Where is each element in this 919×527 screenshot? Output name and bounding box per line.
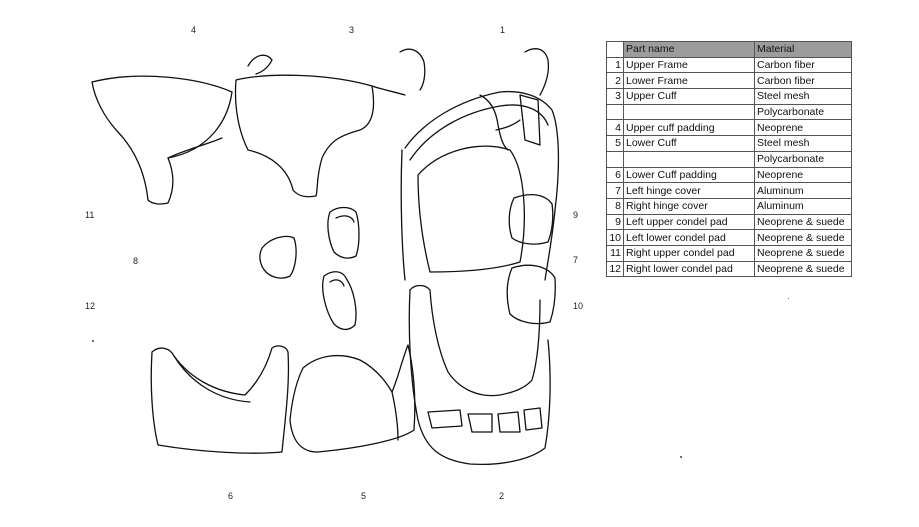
row-number: 10	[606, 229, 624, 246]
callout-5: 5	[361, 491, 367, 501]
row-material: Steel mesh	[754, 135, 852, 152]
row-number: 7	[606, 182, 624, 199]
row-part-name: Upper Cuff	[623, 88, 755, 105]
row-material: Neoprene	[754, 119, 852, 137]
callout-11: 11	[85, 210, 95, 220]
header-number	[606, 41, 624, 58]
speck-mark	[680, 456, 682, 458]
row-part-name: Lower Cuff	[623, 135, 755, 152]
row-material: Aluminum	[754, 182, 852, 199]
row-part-name	[623, 103, 755, 121]
row-part-name: Right upper condel pad	[623, 244, 755, 262]
row-number: 12	[606, 260, 624, 278]
table-header-row: Part name Material	[606, 41, 852, 58]
callout-12: 12	[85, 301, 96, 311]
lower-frame-part	[408, 284, 551, 466]
speck-mark	[92, 340, 94, 342]
row-part-name: Upper cuff padding	[623, 119, 755, 137]
callout-1: 1	[500, 25, 506, 35]
row-number	[606, 150, 624, 168]
callout-10: 10	[573, 301, 584, 311]
callout-9: 9	[573, 210, 579, 220]
row-material: Steel mesh	[754, 88, 852, 105]
callout-4: 4	[191, 25, 197, 35]
left-upper-condel-pad-part	[508, 193, 554, 245]
row-part-name: Lower Cuff padding	[623, 166, 755, 184]
row-number: 5	[606, 135, 624, 152]
row-number: 6	[606, 166, 624, 184]
row-part-name	[623, 150, 755, 168]
row-material: Polycarbonate	[754, 103, 852, 121]
row-number: 8	[606, 197, 624, 215]
row-material: Carbon fiber	[754, 72, 852, 90]
table-row: Polycarbonate	[606, 103, 852, 121]
row-material: Polycarbonate	[754, 150, 852, 168]
row-number: 9	[606, 213, 624, 231]
left-lower-condel-pad-part	[506, 264, 556, 325]
row-material: Neoprene & suede	[754, 244, 852, 262]
left-hinge-cover-part	[400, 145, 525, 281]
callout-2: 2	[499, 491, 505, 501]
row-part-name: Left upper condel pad	[623, 213, 755, 231]
knee-brace-exploded-drawing	[91, 48, 560, 466]
table-row: Polycarbonate	[606, 150, 852, 168]
upper-cuff-part	[234, 48, 426, 198]
speck-mark	[788, 298, 789, 299]
row-number: 2	[606, 72, 624, 90]
upper-frame-part	[404, 48, 560, 281]
row-material: Aluminum	[754, 197, 852, 215]
upper-cuff-padding-part	[91, 75, 233, 205]
callout-7: 7	[573, 255, 579, 265]
row-part-name: Upper Frame	[623, 56, 755, 74]
row-number: 1	[606, 56, 624, 74]
callout-6: 6	[228, 491, 234, 501]
row-number: 3	[606, 88, 624, 105]
row-material: Neoprene & suede	[754, 229, 852, 246]
row-material: Neoprene & suede	[754, 213, 852, 231]
callout-3: 3	[349, 25, 355, 35]
row-part-name: Right hinge cover	[623, 197, 755, 215]
row-number	[606, 103, 624, 121]
row-material: Neoprene & suede	[754, 260, 852, 278]
row-number: 11	[606, 244, 624, 262]
row-number: 4	[606, 119, 624, 137]
row-part-name: Lower Frame	[623, 72, 755, 90]
lower-cuff-padding-part	[150, 345, 290, 454]
right-hinge-cover-part	[259, 235, 297, 279]
right-upper-condel-pad-part	[327, 206, 360, 259]
right-lower-condel-pad-part	[322, 271, 357, 331]
header-material: Material	[754, 41, 852, 58]
lower-cuff-part	[289, 344, 416, 453]
header-part-name: Part name	[623, 41, 755, 58]
row-material: Carbon fiber	[754, 56, 852, 74]
row-part-name: Right lower condel pad	[623, 260, 755, 278]
callout-8: 8	[133, 256, 139, 266]
row-material: Neoprene	[754, 166, 852, 184]
row-part-name: Left lower condel pad	[623, 229, 755, 246]
row-part-name: Left hinge cover	[623, 182, 755, 199]
